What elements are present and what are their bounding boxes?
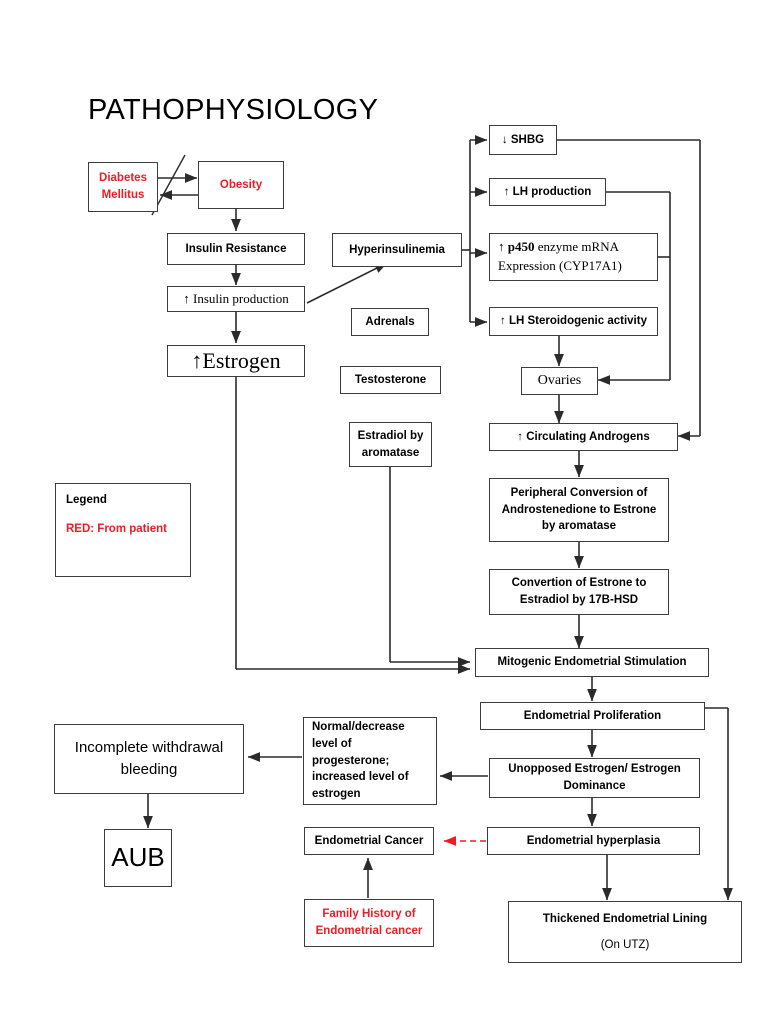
node-incomplete-withdrawal-bleeding[interactable]: Incomplete withdrawal bleeding [54,724,244,794]
node-estradiol-by-aromatase[interactable]: Estradiol by aromatase [349,422,432,467]
node-circulating-androgens[interactable]: ↑ Circulating Androgens [489,423,678,451]
node-insulin-production[interactable]: ↑ Insulin production [167,286,305,312]
node-family-history-endometrial-cancer[interactable]: Family History of Endometrial cancer [304,899,434,947]
legend-heading: Legend [66,494,107,506]
node-peripheral-conversion[interactable]: Peripheral Conversion of Androstenedione… [489,478,669,542]
node-convertion-estrone[interactable]: Convertion of Estrone to Estradiol by 17… [489,569,669,615]
node-progesterone-estrogen-levels[interactable]: Normal/decrease level of progesterone; i… [303,717,437,805]
node-endometrial-cancer[interactable]: Endometrial Cancer [304,827,434,855]
node-thickened-endometrial-lining[interactable]: Thickened Endometrial Lining (On UTZ) [508,901,742,963]
node-diabetes-mellitus[interactable]: Diabetes Mellitus [88,162,158,212]
node-testosterone[interactable]: Testosterone [340,366,441,394]
node-shbg[interactable]: ↓ SHBG [489,125,557,155]
node-p450-expression[interactable]: ↑ p450 enzyme mRNA Expression (CYP17A1) [489,233,658,281]
legend-red-entry: RED: From patient [66,523,167,535]
node-mitogenic-endometrial-stimulation[interactable]: Mitogenic Endometrial Stimulation [475,648,709,677]
node-obesity[interactable]: Obesity [198,161,284,209]
node-unopposed-estrogen[interactable]: Unopposed Estrogen/ Estrogen Dominance [489,758,700,798]
node-lh-production[interactable]: ↑ LH production [489,178,606,206]
node-endometrial-proliferation[interactable]: Endometrial Proliferation [480,702,705,730]
thickened-lining-sublabel: (On UTZ) [600,938,650,951]
page-title: PATHOPHYSIOLOGY [88,94,379,126]
node-hyperinsulinemia[interactable]: Hyperinsulinemia [332,233,462,267]
legend-box: Legend RED: From patient [55,483,191,577]
node-adrenals[interactable]: Adrenals [351,308,429,336]
node-endometrial-hyperplasia[interactable]: Endometrial hyperplasia [487,827,700,855]
node-ovaries[interactable]: Ovaries [521,367,598,395]
node-insulin-resistance[interactable]: Insulin Resistance [167,233,305,265]
node-lh-steroidogenic-activity[interactable]: ↑ LH Steroidogenic activity [489,307,658,336]
thickened-lining-label: Thickened Endometrial Lining [542,912,708,925]
node-aub[interactable]: AUB [104,829,172,887]
node-estrogen[interactable]: ↑Estrogen [167,345,305,377]
p450-text: ↑ p450 enzyme mRNA Expression (CYP17A1) [498,239,622,273]
